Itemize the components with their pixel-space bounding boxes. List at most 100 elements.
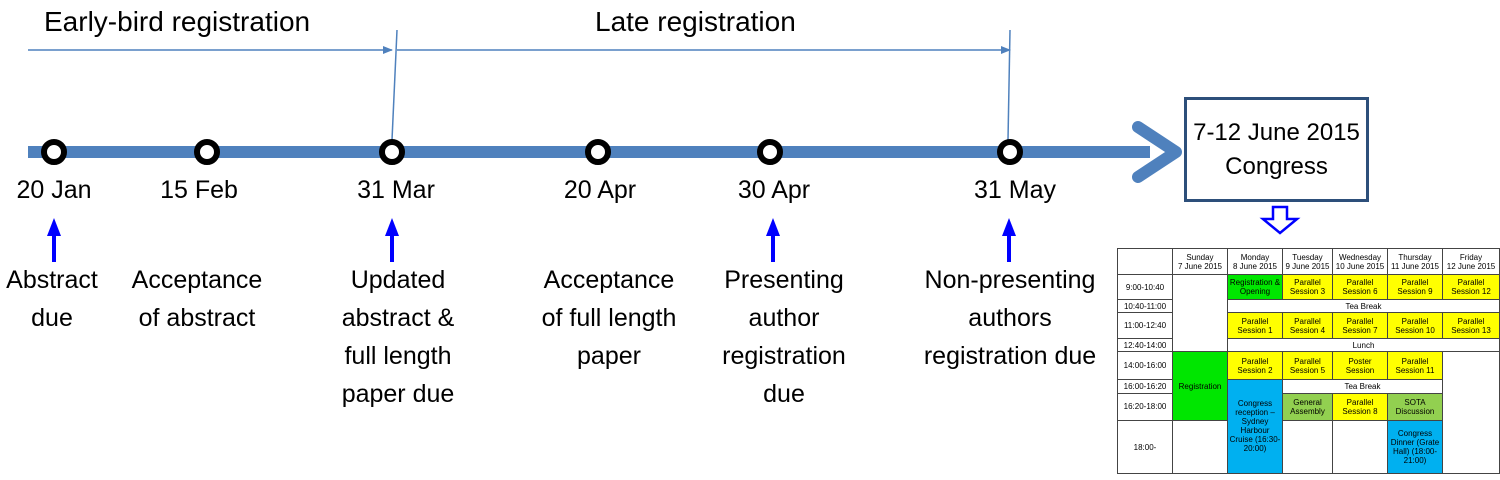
schedule-session-cell: General Assembly [1282, 392, 1333, 422]
schedule-session-cell: SOTA Discussion [1387, 392, 1443, 422]
schedule-row: 9:00-10:40 Registration & Opening Parall… [1117, 274, 1500, 353]
timeline-arrowhead [1132, 121, 1182, 183]
day-date: 12 June 2015 [1446, 261, 1496, 271]
schedule-time-cell: 10:40-11:00 [1117, 298, 1173, 314]
event-line: paper [577, 342, 641, 370]
event-line: Updated [350, 266, 446, 294]
congress-dates: 7-12 June 2015 [1193, 118, 1360, 146]
milestone-marker [194, 139, 220, 165]
schedule-session-cell: Parallel Session 8 [1332, 392, 1388, 422]
schedule-session-cell: Registration & Opening [1227, 274, 1283, 300]
schedule-empty-cell [1332, 420, 1388, 474]
milestone-date-30-apr: 30 Apr [737, 176, 811, 204]
schedule-row: 16:00-16:20 Congress reception – Sydney … [1117, 378, 1500, 475]
day-name: Friday [1459, 252, 1483, 262]
milestone-date-31-mar: 31 Mar [357, 176, 435, 204]
schedule-row: 18:00- Congress Dinner (Grate Hall) (18:… [1117, 420, 1500, 474]
milestone-marker [379, 139, 405, 165]
schedule-session-cell: Parallel Session 6 [1332, 274, 1388, 300]
early-bird-end-tick [391, 29, 398, 141]
late-end-tick [1007, 29, 1011, 141]
milestone-marker [757, 139, 783, 165]
event-line: Acceptance [543, 266, 675, 294]
day-name: Monday [1240, 252, 1270, 262]
early-bird-label: Early-bird registration [44, 6, 311, 37]
schedule-dinner-cell: Congress Dinner (Grate Hall) (18:00-21:0… [1387, 420, 1443, 474]
event-line: registration due [923, 342, 1097, 370]
schedule-session-cell: Poster Session [1332, 351, 1388, 380]
milestone-event-abstract-due: Abstract due [6, 261, 98, 337]
schedule-empty-cell [1442, 351, 1500, 474]
milestone-marker [41, 139, 67, 165]
schedule-session-cell: Parallel Session 12 [1442, 274, 1500, 300]
schedule-row: 14:00-16:00 Registration Parallel Sessio… [1117, 351, 1500, 474]
schedule-time-cell: 14:00-16:00 [1117, 351, 1173, 380]
schedule-empty-cell [1172, 274, 1228, 353]
schedule-empty-cell [1282, 420, 1333, 474]
late-registration-label: Late registration [595, 6, 796, 37]
schedule-time-cell: 9:00-10:40 [1117, 274, 1173, 300]
schedule-break-cell: Tea Break [1227, 298, 1500, 314]
day-date: 9 June 2015 [1285, 261, 1330, 271]
event-line: full length [344, 342, 452, 370]
milestone-event-non-presenting: Non-presenting authors registration due [924, 261, 1096, 375]
milestone-date-15-feb: 15 Feb [160, 176, 238, 204]
schedule-time-cell: 18:00- [1117, 420, 1173, 474]
event-line: due [763, 380, 805, 408]
schedule-session-cell: Parallel Session 11 [1387, 351, 1443, 380]
schedule-time-cell: 11:00-12:40 [1117, 312, 1173, 339]
schedule-session-cell: Parallel Session 1 [1227, 312, 1283, 339]
event-line: of abstract [138, 304, 256, 332]
schedule-time-cell: 16:20-18:00 [1117, 392, 1173, 422]
event-line: of full length [541, 304, 677, 332]
day-date: 11 June 2015 [1391, 261, 1439, 271]
event-line: Presenting [724, 266, 844, 294]
schedule-session-cell: Parallel Session 2 [1227, 351, 1283, 380]
day-date: 7 June 2015 [1177, 261, 1223, 271]
milestone-date-20-jan: 20 Jan [16, 176, 92, 204]
schedule-session-cell: Parallel Session 9 [1387, 274, 1443, 300]
schedule-session-cell: Parallel Session 3 [1282, 274, 1333, 300]
event-line: Acceptance [131, 266, 263, 294]
congress-title: Congress [1225, 152, 1328, 180]
milestone-marker [585, 139, 611, 165]
schedule-session-cell: Parallel Session 4 [1282, 312, 1333, 339]
milestone-event-updated-abstract: Updated abstract & full length paper due [342, 261, 455, 413]
event-line: paper due [341, 380, 455, 408]
schedule-corner-cell [1117, 247, 1173, 276]
schedule-registration-cell: Registration [1172, 351, 1228, 422]
up-arrow-icon [47, 218, 61, 262]
day-name: Wednesday [1338, 252, 1382, 262]
schedule-time-cell: 16:00-16:20 [1117, 378, 1173, 394]
schedule-session-cell: Parallel Session 5 [1282, 351, 1333, 380]
milestone-date-20-apr: 20 Apr [563, 176, 637, 204]
day-date: 10 June 2015 [1335, 261, 1385, 271]
congress-down-arrow-icon [1259, 205, 1301, 235]
milestone-event-acceptance-abstract: Acceptance of abstract [132, 261, 263, 337]
day-name: Thursday [1398, 252, 1432, 262]
schedule-break-cell: Tea Break [1282, 378, 1443, 394]
schedule-session-cell: Parallel Session 7 [1332, 312, 1388, 339]
event-line: registration [722, 342, 846, 370]
event-line: due [31, 304, 73, 332]
schedule-empty-cell [1172, 420, 1228, 474]
schedule-session-cell: Parallel Session 10 [1387, 312, 1443, 339]
event-line: author [748, 304, 820, 332]
schedule-break-cell: Lunch [1227, 337, 1500, 353]
milestone-marker [997, 139, 1023, 165]
milestone-event-presenting-author: Presenting author registration due [722, 261, 846, 413]
event-line: Non-presenting [924, 266, 1096, 294]
milestone-date-31-may: 31 May [974, 176, 1056, 204]
day-name: Tuesday [1292, 252, 1323, 262]
schedule-session-cell: Parallel Session 13 [1442, 312, 1500, 339]
up-arrow-icon [1002, 218, 1016, 262]
